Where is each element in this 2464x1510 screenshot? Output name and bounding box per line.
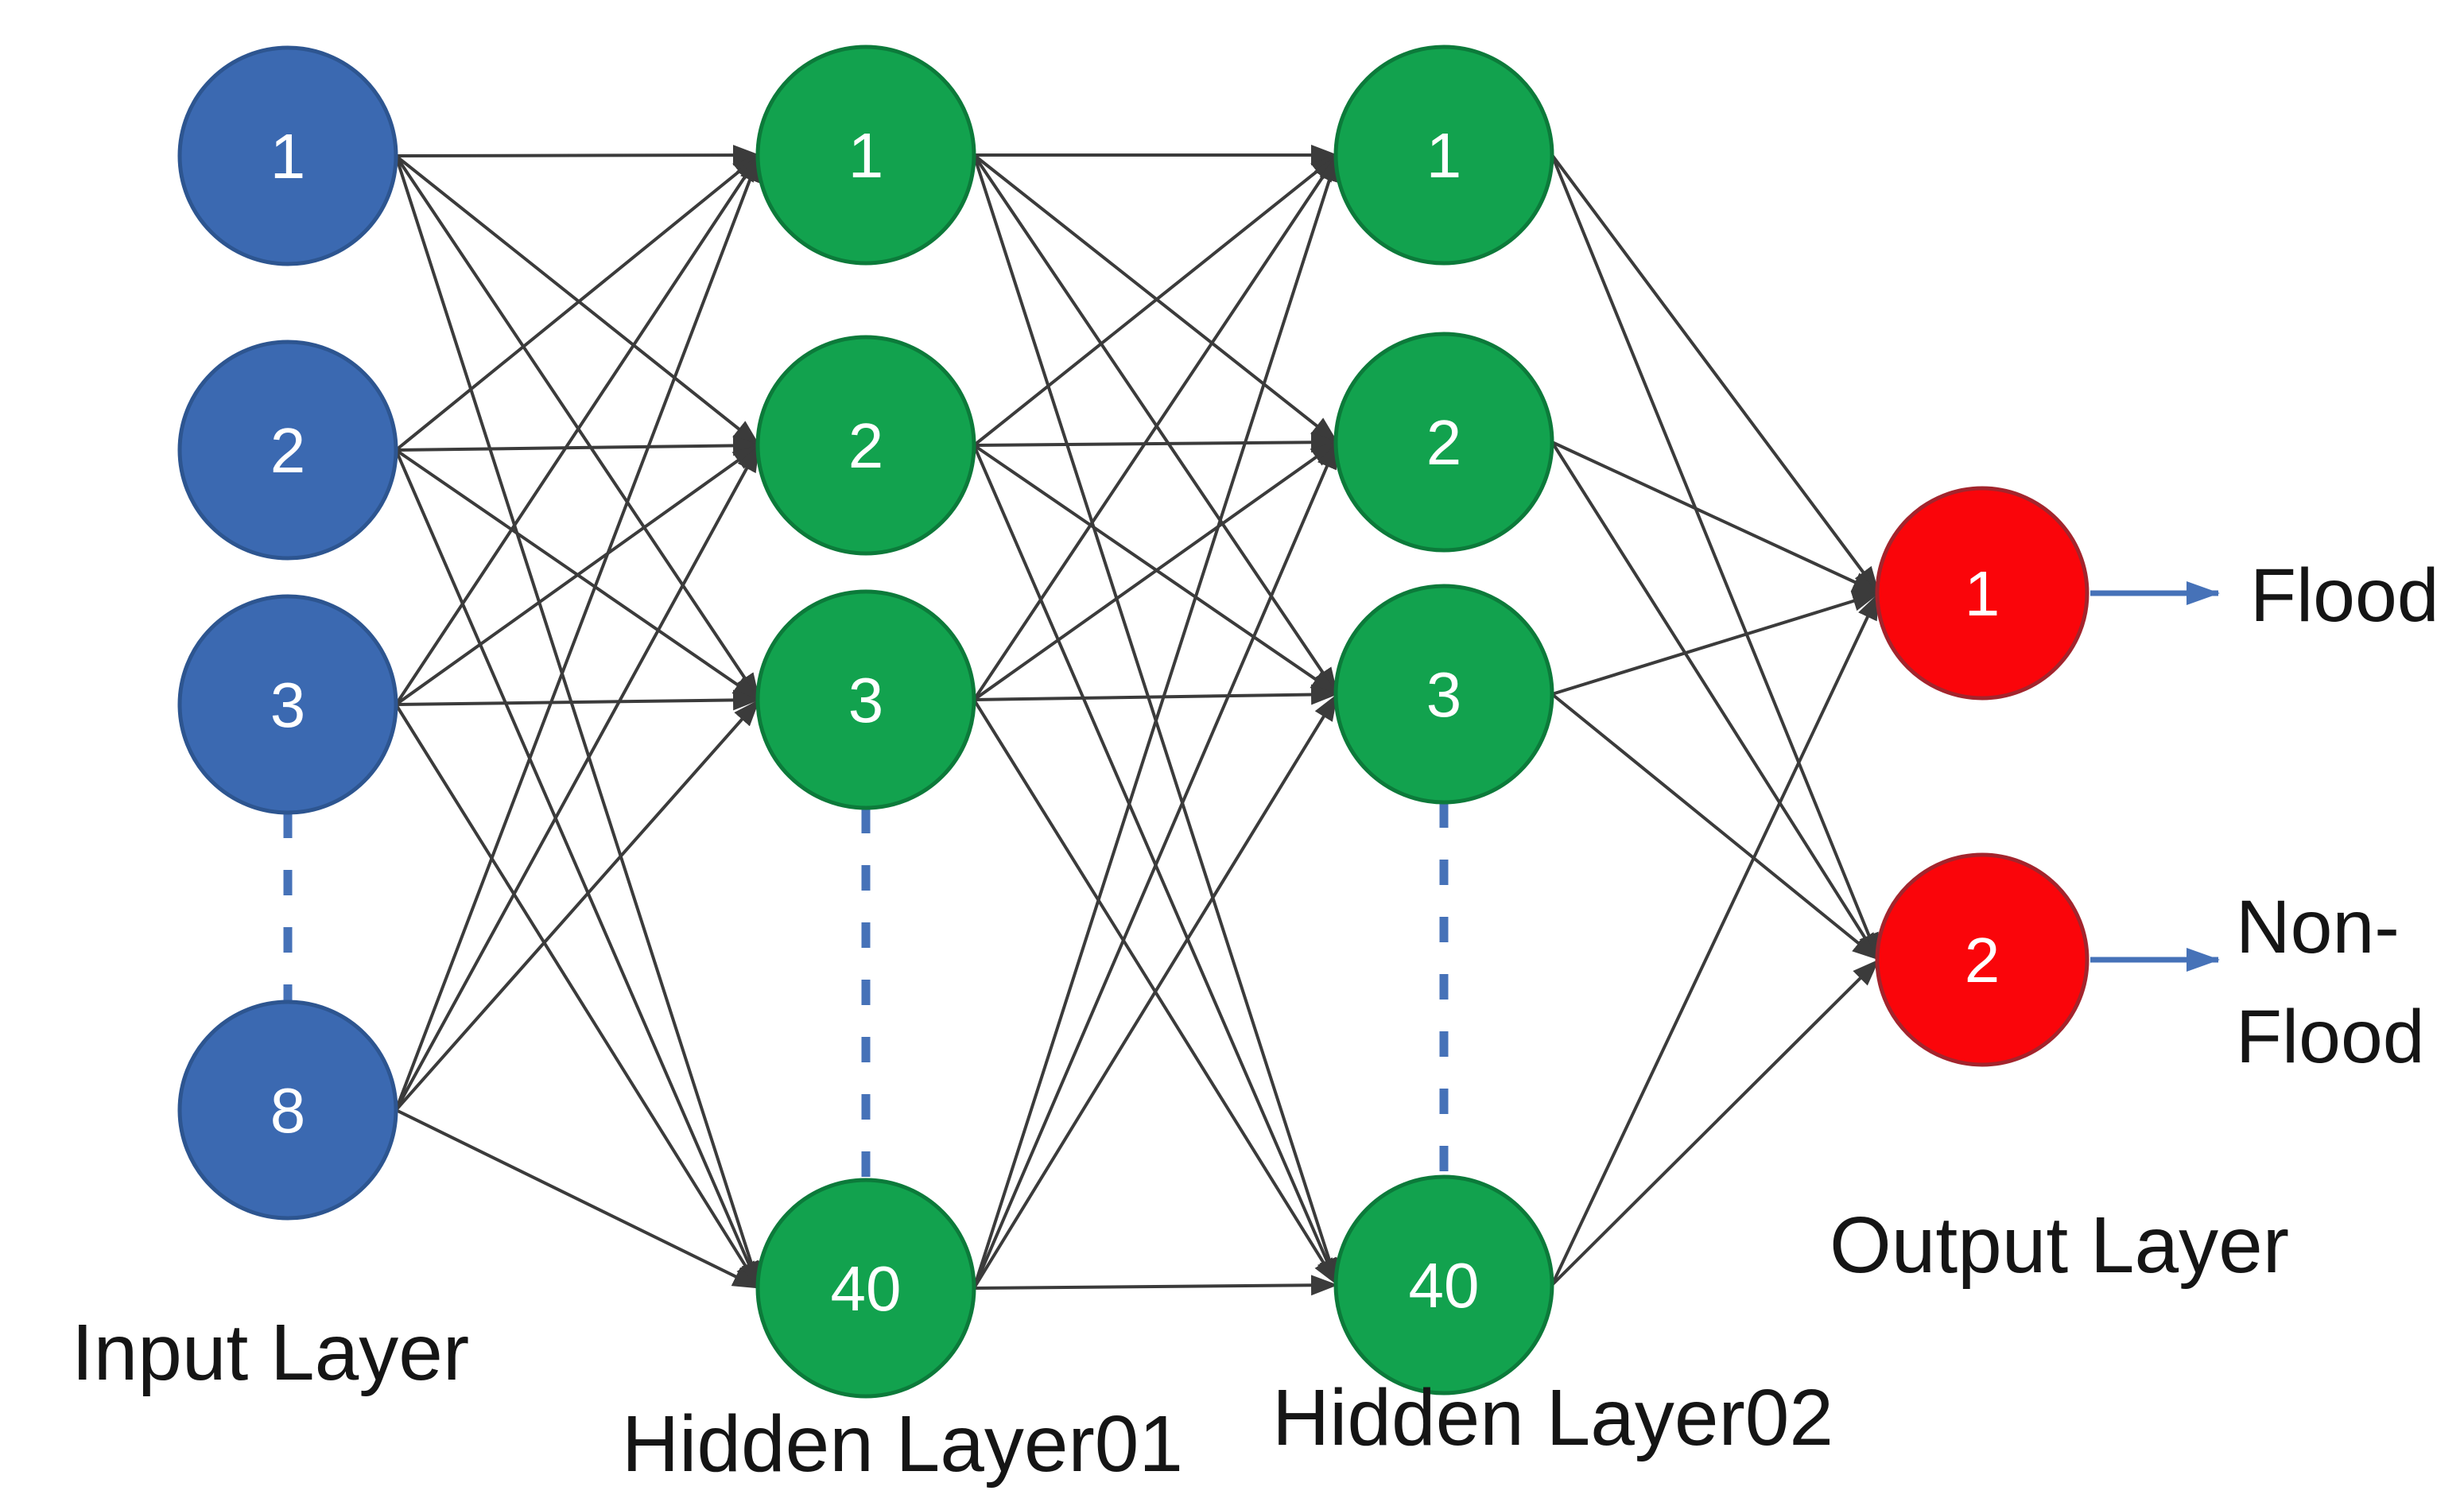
- edge-input-2-to-hidden1-40: [394, 449, 761, 1289]
- edge-hidden2-1-to-output-2: [1550, 154, 1880, 961]
- output-annotation-text-2: Non- Flood: [2236, 885, 2425, 1079]
- edge-input-1-to-hidden1-40: [394, 155, 762, 1289]
- edge-hidden1-40-to-hidden2-3: [972, 693, 1339, 1290]
- hidden1-node-3-label: 3: [848, 665, 884, 736]
- hidden2-node-40: 40: [1333, 1174, 1554, 1395]
- input-node-3: 3: [177, 594, 398, 815]
- input-node-2: 2: [177, 340, 398, 561]
- edge-hidden2-3-to-output-1: [1551, 591, 1880, 696]
- layer-caption-input: Input Layer: [72, 1308, 469, 1397]
- edge-hidden1-40-to-hidden2-1: [972, 154, 1340, 1289]
- hidden1-node-2: 2: [755, 335, 976, 556]
- edge-hidden2-2-to-output-2: [1550, 441, 1880, 961]
- hidden2-node-3: 3: [1333, 584, 1554, 805]
- output-node-1-label: 1: [1965, 558, 2000, 629]
- edge-input-8-to-hidden1-3: [394, 698, 761, 1112]
- edge-input-2-to-hidden1-2: [395, 435, 760, 456]
- edge-hidden1-2-to-hidden2-2: [973, 432, 1338, 453]
- input-node-3-label: 3: [270, 670, 306, 740]
- hidden2-node-1-circle: [1333, 45, 1554, 266]
- layer-caption-hidden2: Hidden Layer02: [1272, 1373, 1833, 1462]
- ellipsis-connectors: [283, 802, 1449, 1180]
- edge-hidden2-3-to-output-2: [1550, 693, 1880, 961]
- hidden1-node-1-label: 1: [848, 120, 884, 191]
- edge-hidden1-3-to-hidden2-1: [972, 153, 1339, 701]
- hidden2-node-1: 1: [1333, 45, 1554, 266]
- output-annotation-nonflood: Non- Flood: [2090, 885, 2425, 1079]
- output-node-2: 2: [1875, 852, 2090, 1067]
- hidden2-node-3-circle: [1333, 584, 1554, 805]
- edge-hidden2-1-to-output-1: [1550, 153, 1880, 595]
- input-node-3-circle: [177, 594, 398, 815]
- edges-layer: [394, 145, 1880, 1296]
- hidden1-node-2-label: 2: [848, 410, 884, 481]
- layer-caption-hidden1: Hidden Layer01: [622, 1399, 1183, 1489]
- input-node-8-circle: [177, 1000, 398, 1221]
- output-node-2-label: 2: [1965, 925, 2000, 996]
- edge-input-3-to-hidden1-40: [394, 703, 761, 1290]
- edge-hidden1-40-to-hidden2-2: [972, 441, 1339, 1289]
- output-annotation-line: Flood: [2236, 995, 2425, 1079]
- output-annotation-text-1: Flood: [2250, 553, 2439, 638]
- hidden2-node-2: 2: [1333, 332, 1554, 553]
- hidden2-node-40-circle: [1333, 1174, 1554, 1395]
- input-node-8: 8: [177, 1000, 398, 1221]
- edge-input-8-to-hidden1-40: [395, 1108, 760, 1290]
- output-annotation-line: Non-: [2236, 885, 2400, 969]
- edge-hidden2-40-to-output-2: [1550, 958, 1880, 1287]
- edge-input-8-to-hidden1-2: [394, 444, 761, 1111]
- output-node-2-circle: [1875, 852, 2090, 1067]
- edge-hidden1-3-to-hidden2-3: [973, 684, 1338, 705]
- hidden2-node-40-label: 40: [1409, 1250, 1480, 1321]
- edge-hidden2-40-to-output-1: [1550, 592, 1880, 1286]
- edge-input-8-to-hidden1-1: [394, 154, 761, 1111]
- edge-input-3-to-hidden1-1: [394, 153, 761, 706]
- output-annotation-flood: Flood: [2090, 553, 2439, 638]
- output-node-1: 1: [1875, 486, 2090, 701]
- layer-caption-output: Output Layer: [1830, 1201, 2289, 1290]
- input-node-2-circle: [177, 340, 398, 561]
- input-node-2-label: 2: [270, 415, 306, 486]
- edge-hidden1-3-to-hidden2-2: [972, 441, 1339, 701]
- input-node-1-label: 1: [270, 121, 306, 192]
- input-node-8-label: 8: [270, 1075, 306, 1146]
- hidden2-node-3-label: 3: [1426, 659, 1462, 730]
- edge-hidden2-2-to-output-1: [1551, 441, 1880, 595]
- hidden1-node-3-circle: [755, 589, 976, 810]
- edge-input-1-to-hidden1-1: [395, 145, 760, 166]
- edge-input-2-to-hidden1-1: [394, 153, 761, 452]
- output-node-1-circle: [1875, 486, 2090, 701]
- output-annotation-line: Flood: [2250, 553, 2439, 638]
- nodes-layer: 1 2 3 8 1 2 3 40 1 2 3 40 1 2: [177, 45, 2090, 1399]
- hidden2-node-1-label: 1: [1426, 120, 1462, 191]
- edge-hidden1-2-to-hidden2-1: [972, 153, 1339, 447]
- hidden1-node-40: 40: [755, 1178, 976, 1399]
- hidden1-node-3: 3: [755, 589, 976, 810]
- hidden2-node-2-circle: [1333, 332, 1554, 553]
- hidden1-node-40-circle: [755, 1178, 976, 1399]
- hidden1-node-1: 1: [755, 45, 976, 266]
- hidden1-node-2-circle: [755, 335, 976, 556]
- edge-hidden1-40-to-hidden2-40: [973, 1275, 1338, 1296]
- input-node-1-circle: [177, 45, 398, 266]
- edge-input-3-to-hidden1-2: [394, 444, 761, 706]
- hidden1-node-1-circle: [755, 45, 976, 266]
- hidden1-node-40-label: 40: [831, 1253, 902, 1324]
- hidden2-node-2-label: 2: [1426, 407, 1462, 478]
- edge-input-3-to-hidden1-3: [395, 689, 760, 711]
- input-node-1: 1: [177, 45, 398, 266]
